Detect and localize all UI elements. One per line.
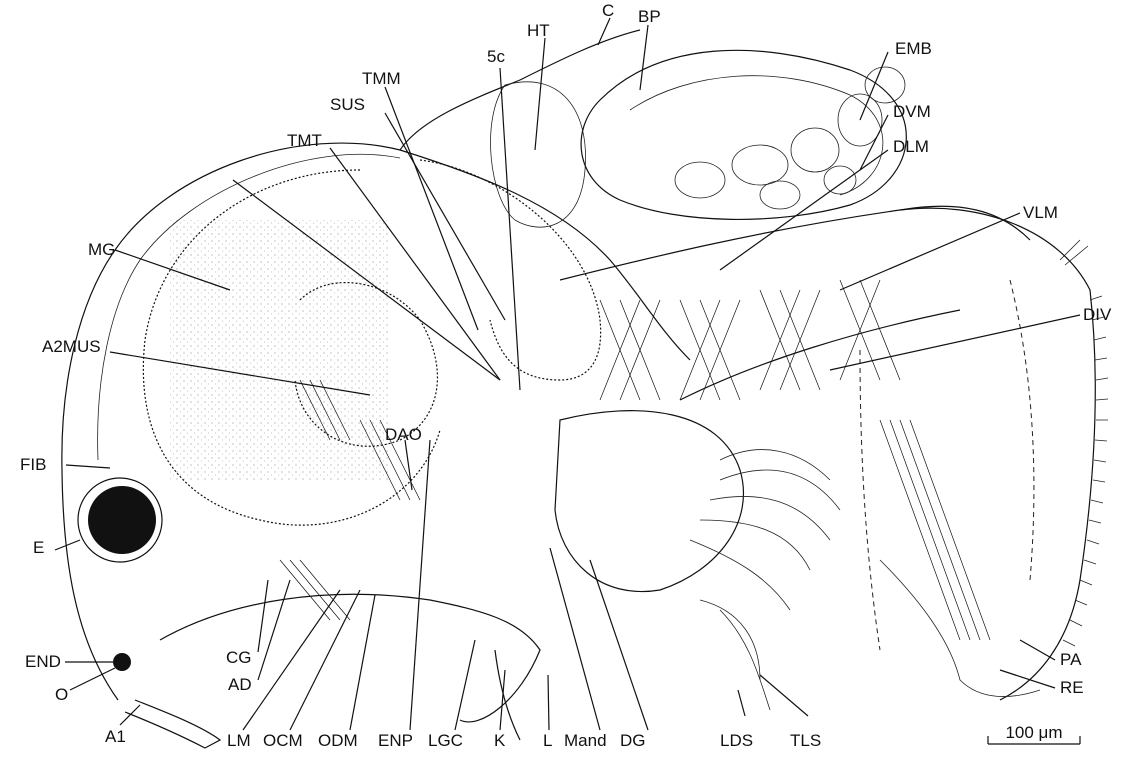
label-5c: 5c: [487, 47, 505, 66]
midgut-texture: [170, 220, 390, 480]
dorsal-setae: [1060, 240, 1088, 265]
label-Mand: Mand: [564, 731, 607, 750]
dorsal-muscle-line: [560, 206, 1030, 280]
postabdominal-spines: [1063, 296, 1108, 646]
label-E: E: [33, 538, 44, 557]
label-MG: MG: [88, 240, 115, 259]
label-CG: CG: [226, 648, 252, 667]
label-BP: BP: [638, 7, 661, 26]
label-A2MUS: A2MUS: [42, 337, 101, 356]
dorsal-hump: [400, 30, 640, 150]
label-AD: AD: [228, 675, 252, 694]
compound-eye: [88, 486, 156, 554]
ventral-body-line: [860, 350, 880, 650]
label-C: C: [602, 1, 614, 20]
label-K: K: [494, 731, 506, 750]
labrum: [160, 594, 540, 722]
label-OCM: OCM: [263, 731, 303, 750]
label-O: O: [55, 685, 68, 704]
label-DG: DG: [620, 731, 646, 750]
rectum: [880, 560, 1040, 697]
label-DIV: DIV: [1083, 305, 1112, 324]
label-TLS: TLS: [790, 731, 821, 750]
label-L: L: [543, 731, 552, 750]
label-DVM: DVM: [893, 102, 931, 121]
label-ENP: ENP: [378, 731, 413, 750]
label-END: END: [25, 652, 61, 671]
label-RE: RE: [1060, 678, 1084, 697]
label-TMT: TMT: [287, 131, 322, 150]
label-EMB: EMB: [895, 39, 932, 58]
postabdomen-inner: [1010, 280, 1034, 580]
label-PA: PA: [1060, 650, 1082, 669]
label-VLM: VLM: [1023, 203, 1058, 222]
label-ODM: ODM: [318, 731, 358, 750]
keel: [495, 650, 520, 740]
label-LGC: LGC: [428, 731, 463, 750]
label-LDS: LDS: [720, 731, 753, 750]
brood-pouch-inner: [630, 76, 883, 195]
postabdomen: [900, 208, 1095, 700]
antennule: [125, 700, 220, 748]
label-SUS: SUS: [330, 95, 365, 114]
label-FIB: FIB: [20, 455, 46, 474]
ocellus: [113, 653, 131, 671]
trunk-limb-setae: [690, 450, 840, 710]
label-TMM: TMM: [362, 69, 401, 88]
label-LM: LM: [227, 731, 251, 750]
label-HT: HT: [527, 21, 550, 40]
embryos: [675, 67, 905, 209]
label-DLM: DLM: [893, 137, 929, 156]
scale-bar-label: 100 μm: [1005, 723, 1062, 742]
label-DAO: DAO: [385, 425, 422, 444]
label-A1: A1: [105, 727, 126, 746]
midgut-loop: [420, 160, 601, 380]
mandible: [555, 411, 743, 592]
